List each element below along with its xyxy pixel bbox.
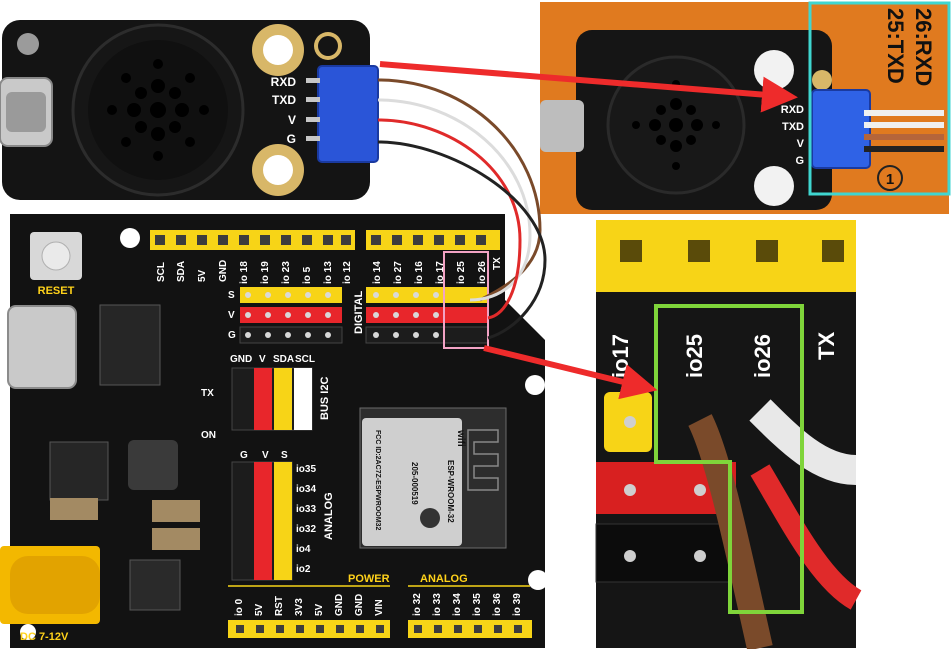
i2c-pin-label: V — [259, 354, 266, 365]
pin-label: RXD — [271, 75, 297, 89]
pin-label: G — [795, 155, 804, 167]
wires — [377, 78, 547, 340]
analog-bottom-pin: io 33 — [432, 593, 443, 616]
pin-label-top: RX — [510, 262, 521, 276]
i2c-pin-label: SCL — [295, 354, 315, 365]
pin-label-top: io 27 — [393, 261, 404, 284]
pin-label: V — [797, 138, 805, 150]
mount-hole — [754, 166, 794, 206]
digital-label: DIGITAL — [353, 291, 365, 334]
analog-pin: io2 — [296, 564, 311, 575]
pin-label: TXD — [782, 121, 804, 133]
dc-label: DC 7-12V — [20, 631, 69, 643]
pin-label-top: GND — [218, 260, 229, 282]
pin-label-top: 5V — [197, 269, 208, 282]
esp-line: 205-000519 — [410, 462, 419, 505]
power-pin: 5V — [314, 603, 325, 616]
analog-header-label: S — [281, 450, 288, 461]
zoom-pin-label: io25 — [682, 334, 707, 378]
esp-brand: wifi — [455, 429, 466, 447]
zoom-pin-label: TX — [814, 332, 839, 360]
pin-label-top: io 5 — [302, 266, 313, 284]
highlight-box-pink — [443, 251, 489, 349]
power-pin: GND — [334, 594, 345, 616]
pin-label-top: SDA — [176, 261, 187, 282]
pin-label-top: io 19 — [260, 261, 271, 284]
pin-label-top: io 12 — [342, 261, 353, 284]
zoom-pin-label: io26 — [750, 334, 775, 378]
usb-c-port — [7, 305, 77, 389]
pin-label-top: io 26 — [477, 261, 488, 284]
pin-label-top: io 23 — [281, 261, 292, 284]
tx-label: TX — [201, 388, 214, 399]
mount-hole — [754, 50, 794, 90]
usb-c-port — [540, 100, 584, 152]
esp-line: ESP-WROOM-32 — [446, 460, 455, 523]
pin-label-top: io 16 — [414, 261, 425, 284]
analog-bottom-pin: io 39 — [512, 593, 523, 616]
controller-board: RESET DC 7-12V TX ON SCL — [0, 214, 548, 648]
analog-bottom-pin: io 36 — [492, 593, 503, 616]
circle-label: 1 — [886, 171, 894, 188]
speaker-module: RXD TXD V G — [0, 20, 379, 200]
pin-label-top: io 13 — [323, 261, 334, 284]
blue-connector — [317, 65, 379, 163]
analog-pin: io34 — [296, 484, 316, 495]
highlight-box-green — [654, 304, 804, 614]
analog-pin: io4 — [296, 544, 311, 555]
pin-label-top: io 14 — [372, 261, 383, 284]
pin-label-top: TX — [492, 257, 503, 270]
analog-bottom-pin: io 35 — [472, 593, 483, 616]
blue-connector — [811, 89, 871, 169]
i2c-pin-label: SDA — [273, 354, 294, 365]
pin-label: TXD — [272, 93, 296, 107]
analog-side-label: ANALOG — [323, 492, 335, 540]
analog-pin: io35 — [296, 464, 316, 475]
pin-label: G — [287, 132, 296, 146]
analog-bottom-label: ANALOG — [420, 573, 468, 585]
zoom-pin-label: io17 — [608, 334, 633, 378]
arrow-to-zoom — [483, 345, 658, 400]
pcb-print-rxd: 26:RXD — [911, 8, 936, 86]
analog-pin: io32 — [296, 524, 316, 535]
power-pin: GND — [354, 594, 365, 616]
analog-bottom-pin: io 32 — [412, 593, 423, 616]
power-pin: RST — [274, 596, 285, 616]
esp-line: FCC ID:2AC7Z-ESPWROOM32 — [374, 430, 381, 530]
row-label-s: S — [228, 290, 235, 301]
zoom-photo: io17 io25 io26 TX — [595, 220, 862, 649]
microphone-icon — [17, 33, 39, 55]
analog-pin: io33 — [296, 504, 316, 515]
arrow-to-module — [379, 61, 798, 113]
analog-bottom-pin: io 34 — [452, 593, 463, 616]
on-label: ON — [201, 430, 216, 441]
analog-header-label: V — [262, 450, 269, 461]
photo-module: RXD TXD V G 25:TXD 26:RXD 1 — [540, 1, 951, 214]
row-label-v: V — [228, 310, 235, 321]
pin-label-top: SCL — [156, 262, 167, 282]
pcb-print-txd: 25:TXD — [883, 8, 908, 84]
bus-i2c-label: BUS I2C — [319, 377, 331, 420]
highlight-box-cyan — [808, 1, 951, 196]
reset-label: RESET — [38, 285, 75, 297]
pin-label-top: io 25 — [456, 261, 467, 284]
row-label-g: G — [228, 330, 236, 341]
power-pin: VIN — [374, 599, 385, 616]
power-pin: 3V3 — [294, 598, 305, 616]
pin-label: V — [288, 113, 296, 127]
pin-label-top: io 18 — [239, 261, 250, 284]
analog-header-label: G — [240, 450, 248, 461]
i2c-pin-label: GND — [230, 354, 252, 365]
pin-label: RXD — [781, 104, 804, 116]
power-label: POWER — [348, 573, 390, 585]
power-pin: io 0 — [234, 598, 245, 616]
pin-label-top: io 17 — [435, 261, 446, 284]
power-pin: 5V — [254, 603, 265, 616]
